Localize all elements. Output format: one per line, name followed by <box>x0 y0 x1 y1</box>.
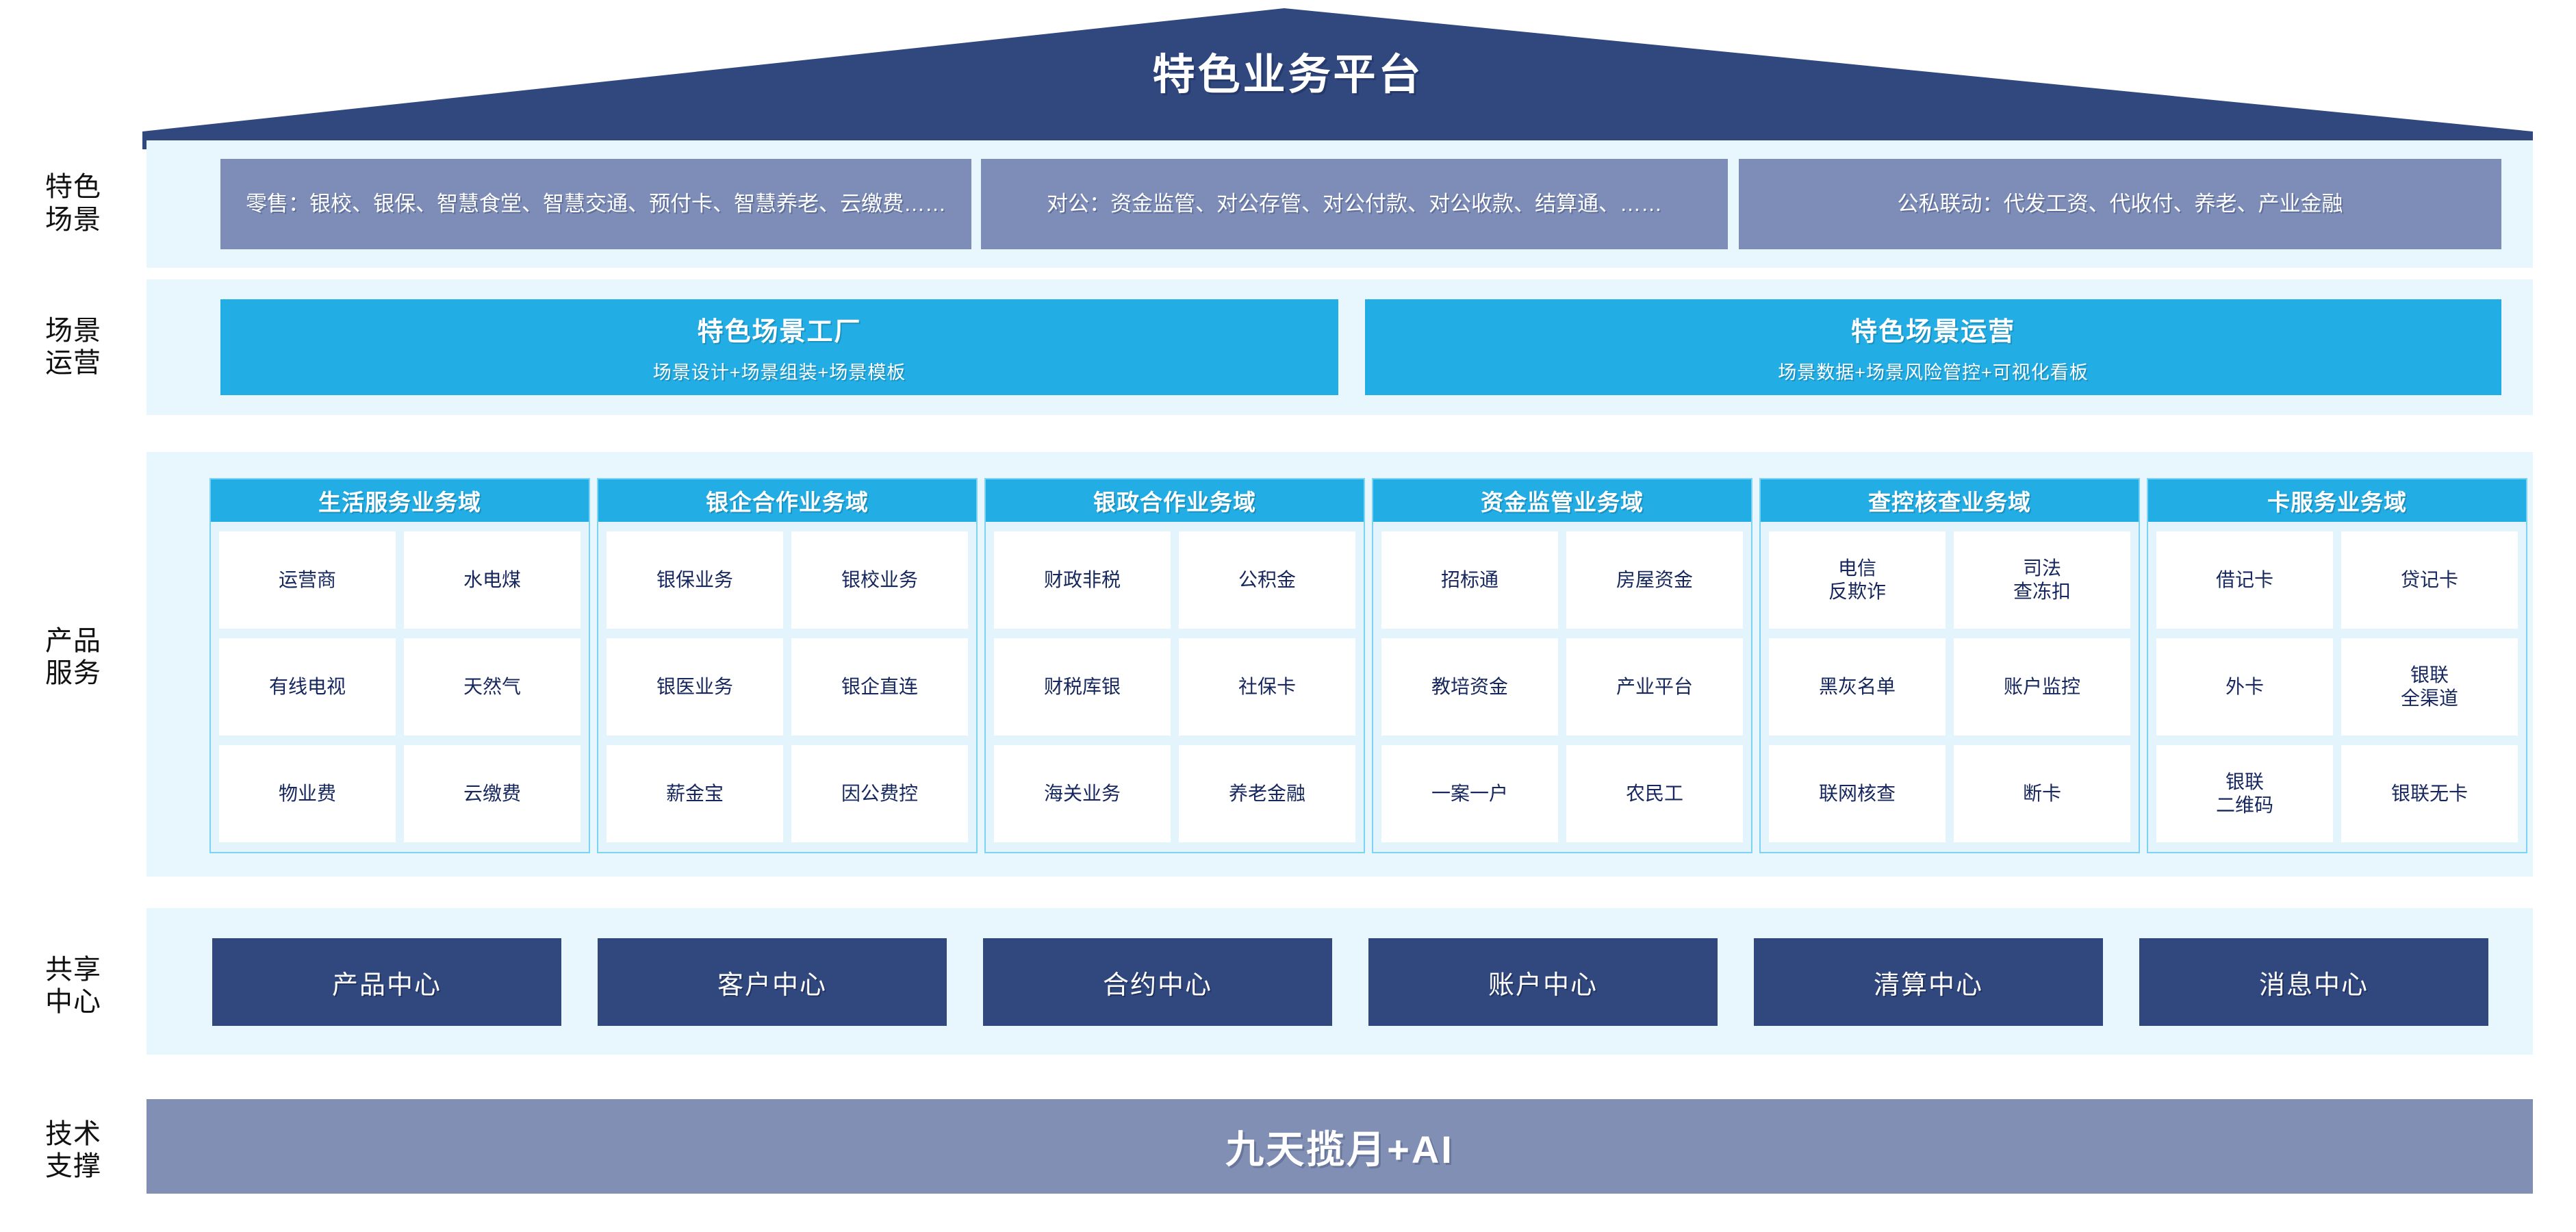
domain-cell[interactable]: 外卡 <box>2156 638 2333 736</box>
domain-cell[interactable]: 薪金宝 <box>607 745 783 842</box>
domain-cell[interactable]: 银保业务 <box>607 531 783 629</box>
domain-title: 银企合作业务域 <box>598 479 976 522</box>
domain-cell[interactable]: 电信 反欺诈 <box>1769 531 1946 629</box>
domain-cell[interactable]: 黑灰名单 <box>1769 638 1946 736</box>
domain-cell[interactable]: 天然气 <box>404 638 581 736</box>
domain-cell[interactable]: 联网核查 <box>1769 745 1946 842</box>
domain-column-bank-government[interactable]: 银政合作业务域 财政非税 公积金 财税库银 社保卡 海关业务 养老金融 <box>984 478 1365 853</box>
row-label-line2: 场景 <box>45 204 101 235</box>
domain-cell[interactable]: 贷记卡 <box>2341 531 2518 629</box>
domain-cell[interactable]: 水电煤 <box>404 531 581 629</box>
tech-support-bar[interactable]: 九天揽月+AI <box>146 1099 2533 1194</box>
platform-roof: 特色业务平台 <box>0 0 2576 149</box>
domain-cell[interactable]: 财政非税 <box>994 531 1171 629</box>
domain-cell[interactable]: 财税库银 <box>994 638 1171 736</box>
domain-cell[interactable]: 物业费 <box>219 745 396 842</box>
shared-center-contract[interactable]: 合约中心 <box>983 938 1332 1026</box>
domain-cell[interactable]: 一案一户 <box>1381 745 1558 842</box>
domain-cell[interactable]: 社保卡 <box>1179 638 1355 736</box>
scenario-box-public-private[interactable]: 公私联动：代发工资、代收付、养老、产业金融 <box>1739 159 2501 249</box>
scene-operation-card[interactable]: 特色场景运营 场景数据+场景风险管控+可视化看板 <box>1365 299 2501 395</box>
domain-title: 查控核查业务域 <box>1761 479 2139 522</box>
domain-cell[interactable]: 账户监控 <box>1954 638 2130 736</box>
row-label-scenarios: 特色 场景 <box>0 140 146 267</box>
domain-title: 卡服务业务域 <box>2148 479 2526 522</box>
row-label-line1: 场景 <box>45 315 101 346</box>
domain-column-fund-supervision[interactable]: 资金监管业务域 招标通 房屋资金 教培资金 产业平台 一案一户 农民工 <box>1372 478 1752 853</box>
scene-factory-subtitle: 场景设计+场景组装+场景模板 <box>652 362 906 383</box>
domain-cell-grid: 借记卡 贷记卡 外卡 银联 全渠道 银联 二维码 银联无卡 <box>2148 522 2526 852</box>
domain-column-investigation-control[interactable]: 查控核查业务域 电信 反欺诈 司法 查冻扣 黑灰名单 账户监控 联网核查 断卡 <box>1759 478 2140 853</box>
domain-title: 银政合作业务域 <box>986 479 1364 522</box>
scenario-box-corporate[interactable]: 对公：资金监管、对公存管、对公付款、对公收款、结算通、…… <box>981 159 1728 249</box>
row-label-line2: 中心 <box>45 987 101 1017</box>
domain-cell[interactable]: 司法 查冻扣 <box>1954 531 2130 629</box>
scene-factory-card[interactable]: 特色场景工厂 场景设计+场景组装+场景模板 <box>220 299 1338 395</box>
shared-center-customer[interactable]: 客户中心 <box>598 938 947 1026</box>
row-label-product-services: 产品 服务 <box>0 452 146 863</box>
domain-cell[interactable]: 运营商 <box>219 531 396 629</box>
domain-cell-grid: 银保业务 银校业务 银医业务 银企直连 薪金宝 因公费控 <box>598 522 976 852</box>
domain-column-bank-enterprise[interactable]: 银企合作业务域 银保业务 银校业务 银医业务 银企直连 薪金宝 因公费控 <box>597 478 978 853</box>
row-label-tech-support: 技术 支撑 <box>0 1096 146 1205</box>
row-label-shared-centers: 共享 中心 <box>0 918 146 1055</box>
domain-cell-grid: 招标通 房屋资金 教培资金 产业平台 一案一户 农民工 <box>1373 522 1751 852</box>
scene-operation-subtitle: 场景数据+场景风险管控+可视化看板 <box>1778 362 2089 383</box>
roof-shape <box>142 8 2533 149</box>
domain-cell[interactable]: 银医业务 <box>607 638 783 736</box>
row-label-line1: 技术 <box>45 1118 101 1149</box>
row-label-scene-operations: 场景 运营 <box>0 279 146 415</box>
domain-column-card-service[interactable]: 卡服务业务域 借记卡 贷记卡 外卡 银联 全渠道 银联 二维码 银联无卡 <box>2147 478 2527 853</box>
domain-cell[interactable]: 借记卡 <box>2156 531 2333 629</box>
domain-cell[interactable]: 银联 全渠道 <box>2341 638 2518 736</box>
domain-column-life-service[interactable]: 生活服务业务域 运营商 水电煤 有线电视 天然气 物业费 云缴费 <box>209 478 590 853</box>
scene-factory-title: 特色场景工厂 <box>697 318 862 347</box>
domain-title: 资金监管业务域 <box>1373 479 1751 522</box>
row-label-line2: 支撑 <box>45 1151 101 1181</box>
scenario-box-retail[interactable]: 零售：银校、银保、智慧食堂、智慧交通、预付卡、智慧养老、云缴费…… <box>220 159 971 249</box>
domain-cell[interactable]: 有线电视 <box>219 638 396 736</box>
domain-cell[interactable]: 农民工 <box>1566 745 1743 842</box>
domain-cell[interactable]: 产业平台 <box>1566 638 1743 736</box>
row-label-line1: 特色 <box>45 172 101 203</box>
scene-operation-title: 特色场景运营 <box>1850 318 2015 347</box>
domain-cell[interactable]: 养老金融 <box>1179 745 1355 842</box>
domain-cell[interactable]: 房屋资金 <box>1566 531 1743 629</box>
domain-cell[interactable]: 招标通 <box>1381 531 1558 629</box>
shared-center-product[interactable]: 产品中心 <box>212 938 561 1026</box>
shared-center-message[interactable]: 消息中心 <box>2139 938 2488 1026</box>
domain-cell-grid: 财政非税 公积金 财税库银 社保卡 海关业务 养老金融 <box>986 522 1364 852</box>
shared-center-account[interactable]: 账户中心 <box>1368 938 1718 1026</box>
domain-cell[interactable]: 银企直连 <box>791 638 968 736</box>
domain-cell[interactable]: 教培资金 <box>1381 638 1558 736</box>
shared-center-clearing[interactable]: 清算中心 <box>1754 938 2103 1026</box>
domain-cell-grid: 运营商 水电煤 有线电视 天然气 物业费 云缴费 <box>211 522 589 852</box>
domain-cell[interactable]: 云缴费 <box>404 745 581 842</box>
domain-cell[interactable]: 银联无卡 <box>2341 745 2518 842</box>
domain-cell[interactable]: 公积金 <box>1179 531 1355 629</box>
row-label-line1: 共享 <box>45 954 101 985</box>
domain-cell[interactable]: 海关业务 <box>994 745 1171 842</box>
domain-cell[interactable]: 银联 二维码 <box>2156 745 2333 842</box>
domain-title: 生活服务业务域 <box>211 479 589 522</box>
row-label-line2: 服务 <box>45 658 101 688</box>
domain-cell[interactable]: 银校业务 <box>791 531 968 629</box>
domain-cell[interactable]: 因公费控 <box>791 745 968 842</box>
page-title: 特色业务平台 <box>1152 51 1424 99</box>
row-label-line1: 产品 <box>45 625 101 656</box>
domain-cell-grid: 电信 反欺诈 司法 查冻扣 黑灰名单 账户监控 联网核查 断卡 <box>1761 522 2139 852</box>
row-label-line2: 运营 <box>45 348 101 378</box>
domain-cell[interactable]: 断卡 <box>1954 745 2130 842</box>
